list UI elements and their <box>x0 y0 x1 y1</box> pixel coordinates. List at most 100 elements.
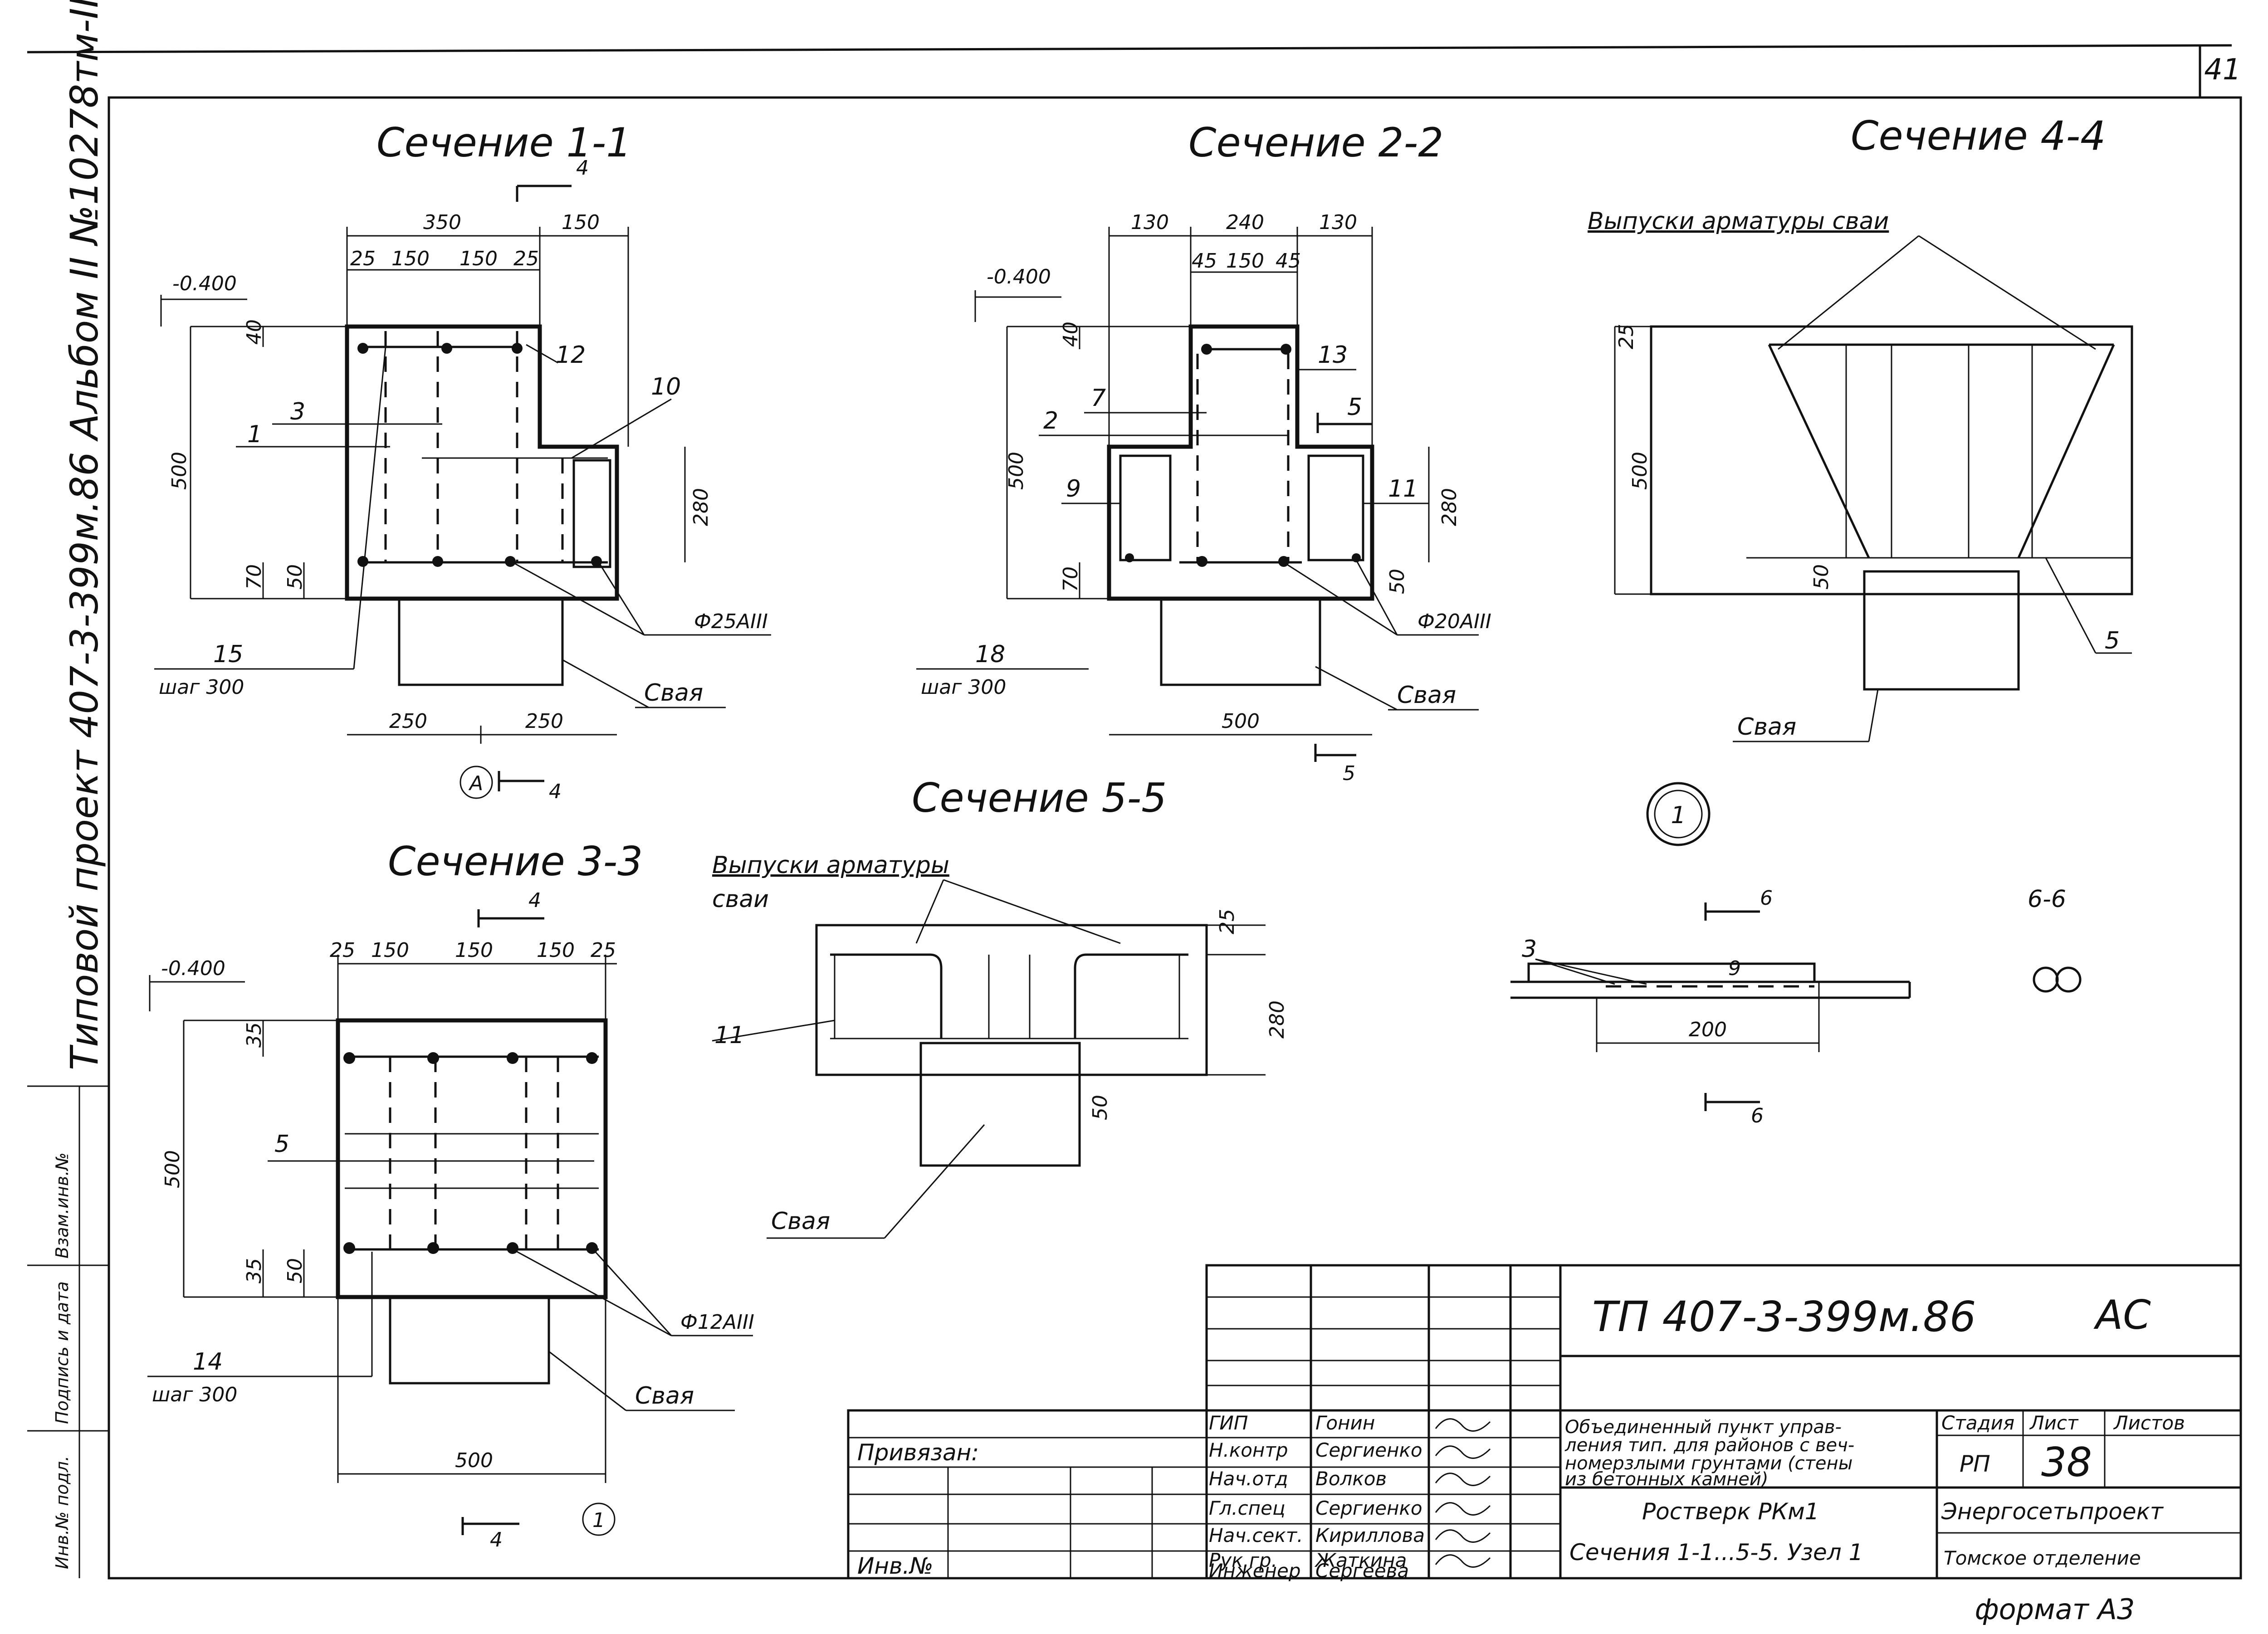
s11-dim-bottom-1: 250 <box>389 710 427 733</box>
s33-dim-bottom: 500 <box>455 1449 493 1472</box>
s33-dim-sub-5: 25 <box>591 939 616 962</box>
description-line-4: из бетонных камней) <box>1565 1469 1769 1490</box>
s33-level: -0.400 <box>161 957 225 980</box>
section-5-5: Сечение 5-5 Выпуски арматуры сваи 25 280… <box>712 775 1289 1239</box>
role-gip: ГИП <box>1209 1412 1248 1434</box>
s44-dim-3: 50 <box>1810 564 1833 590</box>
s33-dim-sub-3: 150 <box>455 939 493 962</box>
s11-dim-left-3: 70 <box>243 564 266 590</box>
s22-cut-mark-5: 5 <box>1347 394 1362 421</box>
bound-label: Привязан: <box>857 1439 979 1466</box>
s44-dim-1: 25 <box>1615 324 1638 349</box>
s44-pile: Свая <box>1737 713 1796 741</box>
s11-dim-top-1: 350 <box>423 211 461 234</box>
code-tag: АС <box>2093 1292 2151 1338</box>
s11-level: -0.400 <box>172 272 237 295</box>
sheet-value: 38 <box>2041 1439 2092 1486</box>
node-1-dim: 200 <box>1689 1018 1727 1041</box>
format-label: формат А3 <box>1975 1593 2135 1626</box>
node-1-label: 1 <box>1671 802 1686 829</box>
role-inzhener: Инженер <box>1209 1560 1301 1582</box>
s55-note-line1: Выпуски арматуры <box>712 852 949 879</box>
name-sergienko-2: Сергиенко <box>1315 1497 1422 1519</box>
description-line-2: ления тип. для районов с веч- <box>1564 1435 1854 1456</box>
section-4-4: Сечение 4-4 Выпуски арматуры сваи 25 500… <box>1588 112 2133 742</box>
section-1-1-view-mark: 4 <box>576 156 589 180</box>
strip-inv-podl: Инв.№ подл. <box>52 1456 72 1569</box>
section-3-3: Сечение 3-3 4 25 150 150 150 25 35 500 3… <box>147 838 754 1551</box>
s55-dim-2: 280 <box>1266 1000 1289 1039</box>
s33-dim-left-4: 50 <box>284 1258 307 1283</box>
org-branch: Томское отделение <box>1944 1547 2141 1569</box>
s22-dim-top-3: 130 <box>1319 211 1357 234</box>
s55-dim-3: 50 <box>1089 1095 1112 1120</box>
s22-dim-left-2: 500 <box>1005 452 1028 490</box>
role-gl-spec: Гл.спец <box>1209 1497 1286 1519</box>
col-sheets: Листов <box>2113 1412 2185 1434</box>
description-line-1: Объединенный пункт управ- <box>1565 1417 1842 1438</box>
s11-axis: А <box>468 772 483 795</box>
strip-replaced-inv: Взам.инв.№ <box>52 1152 72 1258</box>
s22-pile: Свая <box>1397 682 1456 709</box>
s11-dim-left-2: 500 <box>168 452 191 490</box>
s44-mark-5: 5 <box>2105 627 2120 654</box>
role-nach-sekt: Нач.сект. <box>1209 1524 1303 1546</box>
drawing-title: Ростверк РКм1 <box>1642 1498 1819 1525</box>
page-number: 41 <box>2204 53 2241 87</box>
s33-dim-sub-4: 150 <box>537 939 575 962</box>
s22-mark-13: 13 <box>1318 341 1348 369</box>
s22-dim-bottom: 500 <box>1222 710 1260 733</box>
s22-dim-top-2: 240 <box>1226 211 1264 234</box>
role-ruk-gr: Рук.гр. <box>1209 1549 1277 1571</box>
s22-dim-sub-3: 45 <box>1276 249 1301 273</box>
description-line-3: номерзлыми грунтами (стены <box>1565 1453 1853 1474</box>
name-volkov: Волков <box>1315 1468 1387 1490</box>
s22-mark-2: 2 <box>1043 407 1058 434</box>
s44-note: Выпуски арматуры сваи <box>1588 208 1889 235</box>
s33-dim-left-1: 35 <box>243 1022 266 1048</box>
drawing-subtitle: Сечения 1-1...5-5. Узел 1 <box>1569 1539 1863 1566</box>
s22-mark-11: 11 <box>1388 475 1418 502</box>
s11-rebar: Ф25АIII <box>694 610 768 633</box>
s11-mark-10: 10 <box>651 373 681 400</box>
s11-dim-bottom-2: 250 <box>525 710 563 733</box>
s11-mark-3: 3 <box>290 398 305 425</box>
name-zhatkina: Жаткина <box>1314 1549 1407 1571</box>
s22-dim-left-1: 40 <box>1059 322 1082 347</box>
s11-mark-12: 12 <box>556 341 586 369</box>
s11-dim-sub-1: 25 <box>350 247 376 270</box>
s11-step: шаг 300 <box>159 676 244 699</box>
section-4-4-title: Сечение 4-4 <box>1851 112 2106 159</box>
s22-dim-right-1: 280 <box>1438 488 1461 526</box>
node-1-mark-9: 9 <box>1728 957 1741 980</box>
s11-mark-15: 15 <box>213 641 243 668</box>
s22-mark-18: 18 <box>975 641 1005 668</box>
s22-dim-right-2: 50 <box>1386 569 1409 594</box>
s33-view-mark: 4 <box>528 889 541 912</box>
node-1-cut-top: 6 <box>1760 887 1773 910</box>
s11-dim-sub-2: 150 <box>391 247 430 270</box>
inv-label: Инв.№ <box>857 1553 933 1579</box>
section-2-2-title: Сечение 2-2 <box>1188 119 1443 166</box>
org-name: Энергосетьпроект <box>1941 1498 2164 1525</box>
section-2-2: Сечение 2-2 130 240 130 45 150 45 40 500… <box>916 119 1491 785</box>
strip-signature-date: Подпись и дата <box>52 1281 72 1424</box>
s44-dim-2: 500 <box>1628 452 1652 490</box>
col-sheet: Лист <box>2029 1412 2079 1434</box>
s11-dim-right: 280 <box>689 488 713 526</box>
s22-mark-9: 9 <box>1066 475 1081 502</box>
s22-step: шаг 300 <box>921 676 1006 699</box>
section-1-1-title: Сечение 1-1 <box>376 119 631 166</box>
s33-dim-left-3: 35 <box>243 1258 266 1283</box>
s11-pile: Свая <box>644 679 703 707</box>
col-stage: Стадия <box>1941 1412 2014 1434</box>
s22-level: -0.400 <box>987 265 1051 288</box>
s22-dim-sub-1: 45 <box>1192 249 1217 273</box>
s22-dim-top-1: 130 <box>1131 211 1169 234</box>
s33-step: шаг 300 <box>152 1383 237 1406</box>
s11-mark-1: 1 <box>247 421 262 448</box>
s33-dim-sub-1: 25 <box>330 939 355 962</box>
s33-dim-sub-2: 150 <box>371 939 409 962</box>
project-code: ТП 407-3-399м.86 <box>1592 1293 1976 1341</box>
section-5-5-title: Сечение 5-5 <box>912 775 1167 821</box>
